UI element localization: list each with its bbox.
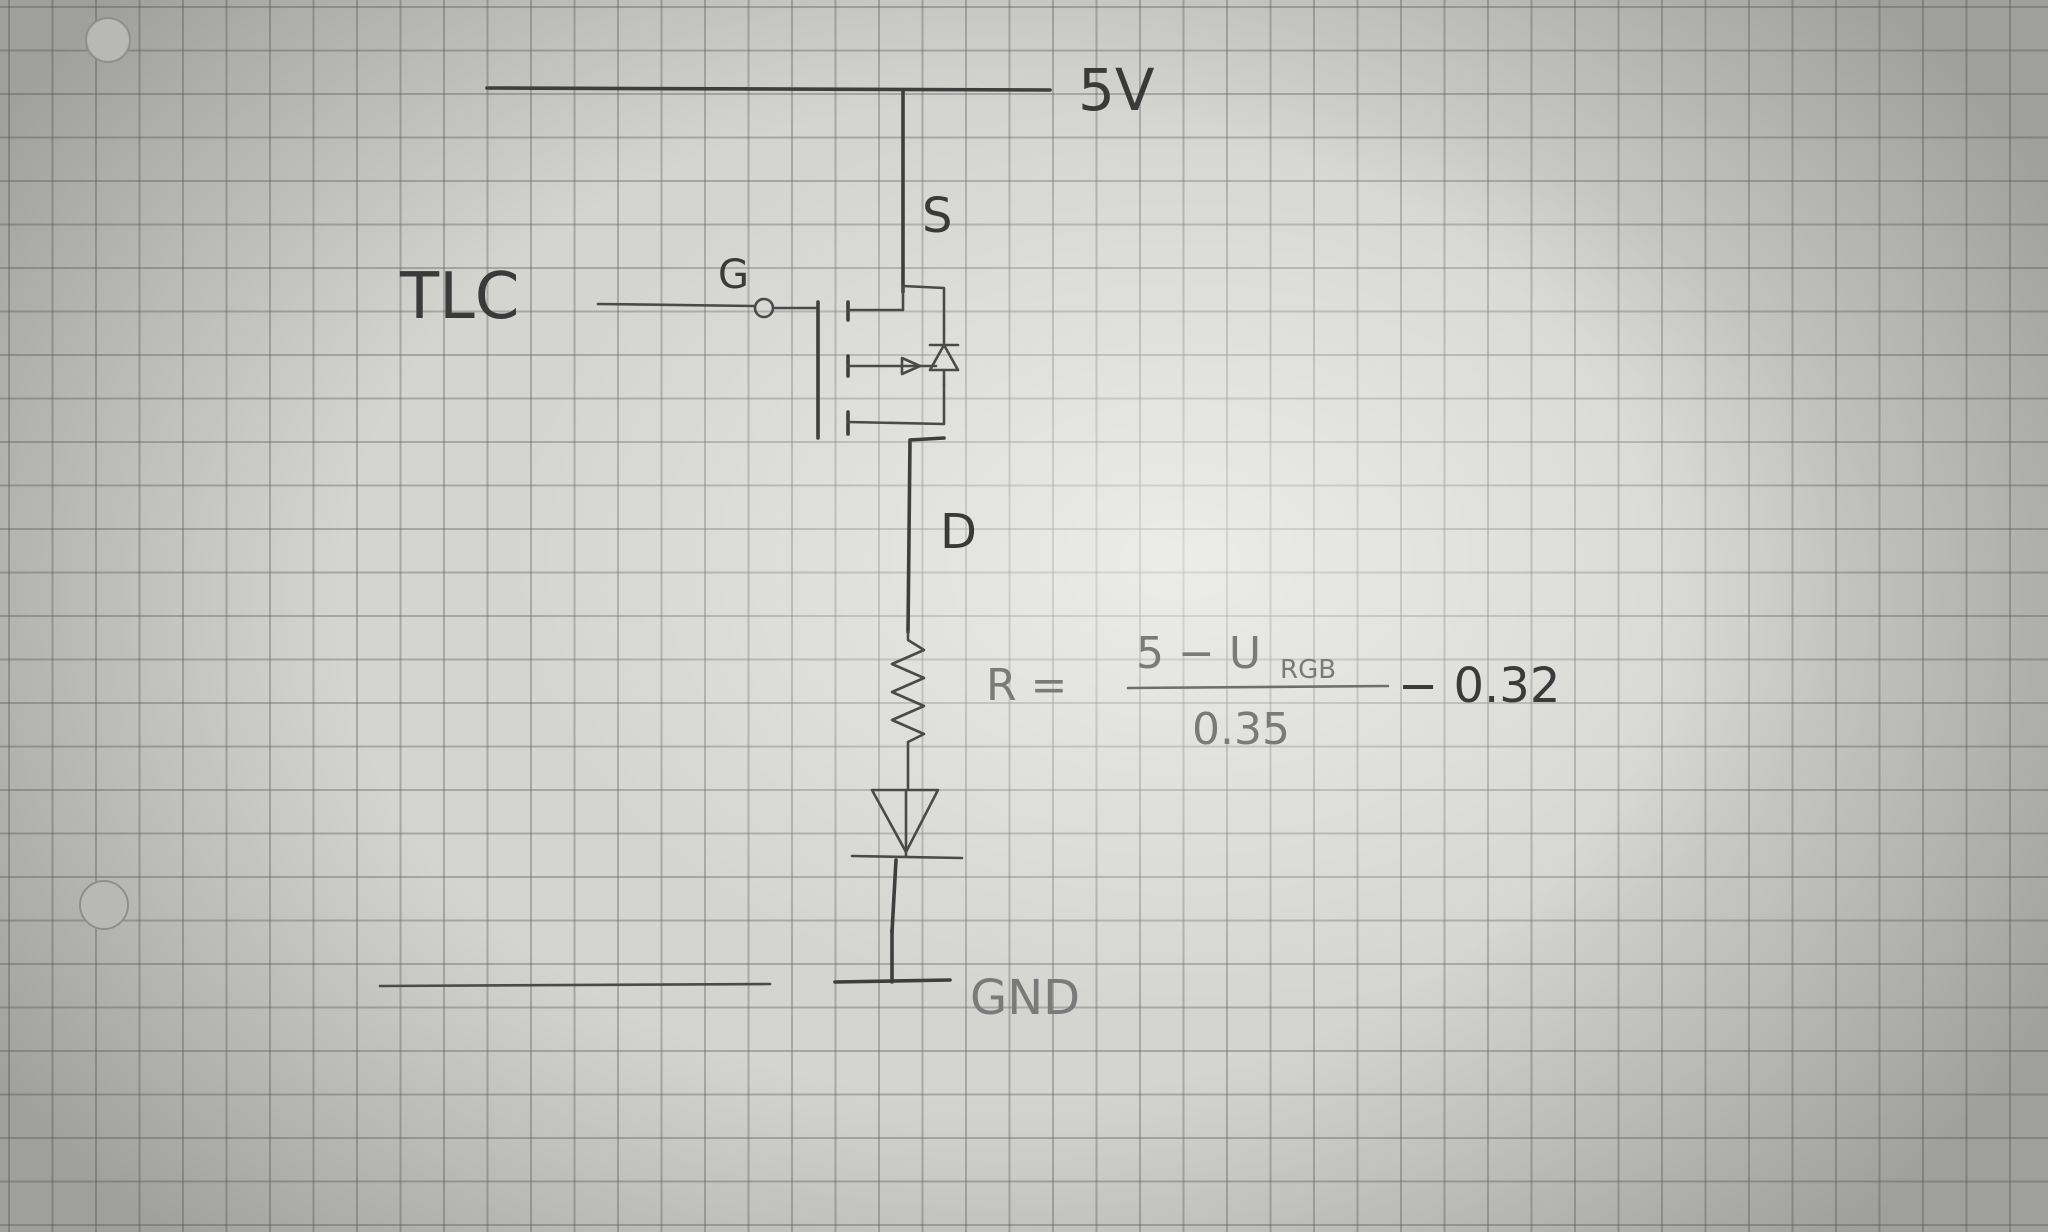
- binder-hole-top: [85, 17, 131, 63]
- p-channel-mosfet-symbol: [816, 284, 960, 440]
- resistor-symbol: [890, 630, 926, 790]
- led-diode-symbol: [850, 788, 964, 860]
- formula-suffix: − 0.32: [1398, 658, 1560, 714]
- resistor-equation-label: R =: [986, 660, 1067, 711]
- ground-rail-left-wire: [378, 982, 772, 988]
- ground-rail-wire: [833, 978, 952, 984]
- formula-numerator-subscript: RGB: [1280, 655, 1336, 685]
- ground-label: GND: [970, 970, 1080, 1026]
- drain-wire: [906, 436, 946, 634]
- formula-fraction-bar: [1126, 684, 1390, 690]
- drain-label: D: [940, 504, 977, 560]
- source-label: S: [922, 188, 952, 244]
- supply-label: 5V: [1078, 56, 1155, 124]
- gate-terminal-circle: [753, 297, 775, 319]
- supply-rail-wire: [485, 86, 1052, 92]
- formula-numerator-lead: 5 − U: [1136, 628, 1261, 679]
- gate-input-wire: [596, 302, 756, 308]
- resistor-formula: 5 − U RGB 0.35 − 0.32: [1126, 628, 1560, 755]
- led-to-ground-wire: [890, 858, 898, 934]
- input-label: TLC: [399, 260, 519, 334]
- binder-hole-bottom: [79, 880, 129, 930]
- formula-denominator: 0.35: [1192, 704, 1290, 755]
- gate-label: G: [718, 252, 749, 298]
